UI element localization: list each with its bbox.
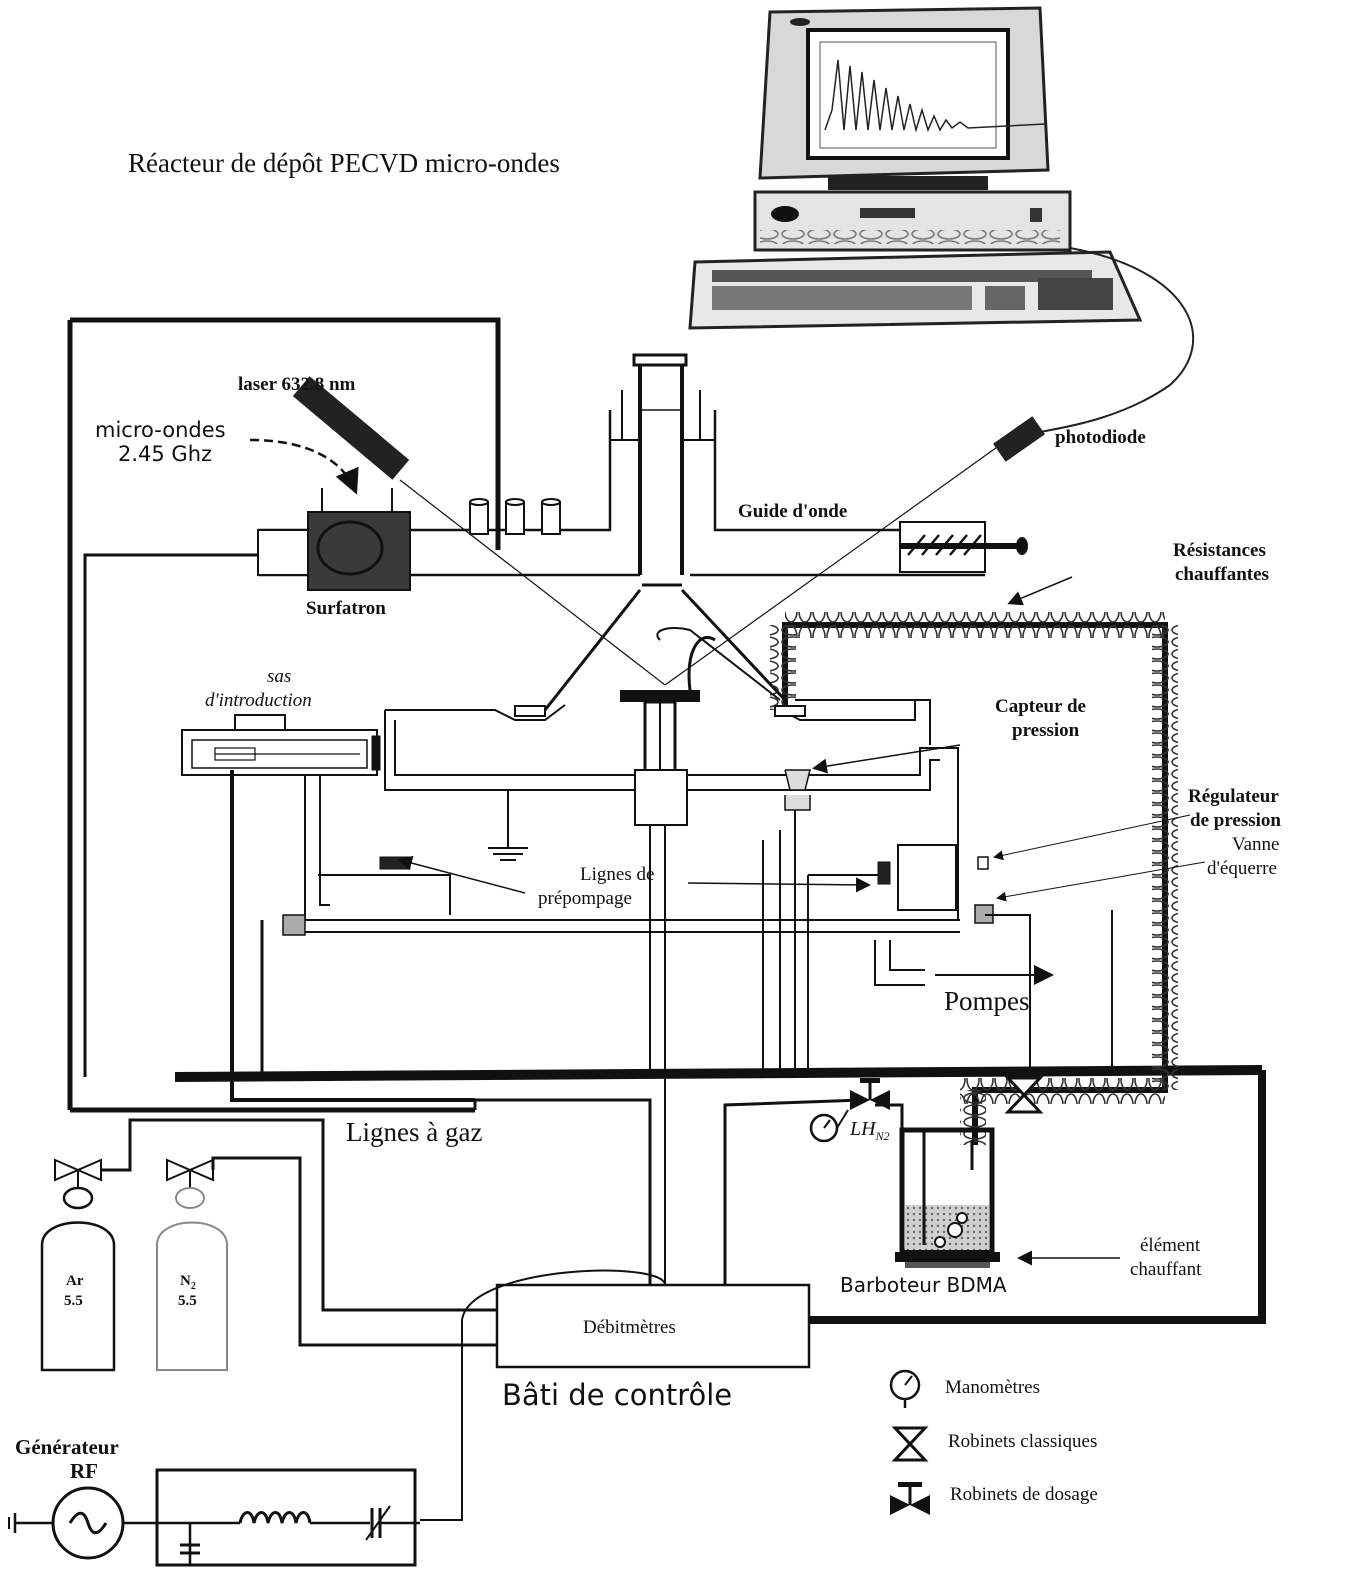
callout-arrows [397,576,1206,1266]
photodiode-label: photodiode [1055,427,1146,448]
airlock-label-line1: sas [267,666,291,687]
airlock [181,714,381,921]
flowmeters-label: Débitmètres [583,1317,676,1338]
gas-cylinder-n2 [156,1156,497,1371]
laser [292,376,1001,686]
pressure-sensor-label-line1: Capteur de [995,696,1086,717]
gas-cylinder-ar [40,1118,497,1372]
angle-valve-label-line2: d'équerre [1207,858,1277,879]
laser-label: laser 632.8 nm [238,374,356,395]
legend [889,1369,930,1515]
heater-element-label-line1: élément [1140,1235,1201,1256]
bubbler [875,1103,1000,1268]
microwaves-label-line2: 2.45 Ghz [118,442,212,466]
heaters-label-line1: Résistances [1173,540,1266,561]
cylinder-n2-purity: 5.5 [178,1293,197,1309]
heater-element-label-line2: chauffant [1130,1259,1202,1280]
surfatron [307,488,411,591]
rf-generator [8,1468,420,1567]
bubbler-label: Barboteur BDMA [840,1273,1007,1297]
computer-icon [688,6,1143,330]
gas-lines [67,317,1266,1324]
control-rack-label: Bâti de contrôle [502,1378,732,1412]
rf-cable [420,1269,666,1521]
substrate-holder [620,690,700,1285]
metering-valve-icon [890,1482,930,1515]
metering-valve-icon [850,1078,890,1110]
diagram-title: Réacteur de dépôt PECVD micro-ondes [128,148,560,178]
reactor [384,353,959,921]
rf-generator-label-line1: Générateur [15,1435,119,1459]
manometer-icon [889,1369,921,1408]
waveguide [257,410,1028,577]
cylinder-n2-gas: N2 [180,1273,196,1292]
flowmeters-box [495,1283,811,1369]
heaters-label-line2: chauffantes [1175,564,1269,585]
airlock-label-line2: d'introduction [205,690,312,711]
pressure-regulator-label-line2: de pression [1190,810,1281,831]
microwave-arrow [249,438,359,495]
prepump-label-line1: Lignes de [580,864,654,885]
manometer-icon [809,1109,849,1143]
prepump-label-line2: prépompage [538,888,632,909]
legend-label-metering-valves: Robinets de dosage [950,1484,1098,1505]
photodiode [993,416,1045,462]
photodiode-cable [1039,247,1195,433]
classic-valve-icon [1004,1076,1044,1114]
rf-generator-label-line2: RF [70,1459,98,1483]
cylinder-ar-purity: 5.5 [64,1293,83,1309]
gas-lines-label: Lignes à gaz [346,1117,482,1147]
heating-resistances [770,612,1178,1145]
microwaves-label-line1: micro-ondes [95,418,226,442]
cylinder-ar-gas: Ar [66,1273,84,1289]
waveguide-label: Guide d'onde [738,501,847,522]
surfatron-label: Surfatron [306,598,386,619]
pumps-label: Pompes [944,986,1030,1016]
pressure-regulator-label-line1: Régulateur [1188,786,1279,807]
classic-valve-icon [891,1426,929,1462]
ground-icon [488,790,528,861]
angle-valve-label-line1: Vanne [1232,834,1279,855]
pressure-sensor-label-line2: pression [1012,720,1080,741]
legend-label-manometers: Manomètres [945,1377,1040,1398]
legend-label-classic-valves: Robinets classiques [948,1431,1097,1452]
lhn2-label: LHN2 [849,1118,890,1143]
